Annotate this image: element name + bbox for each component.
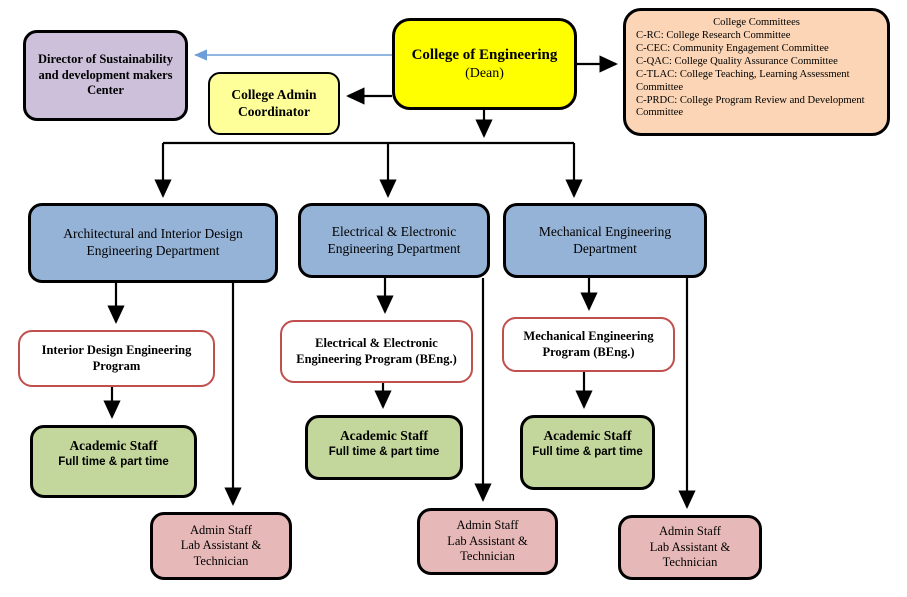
node-admin-staff-2: Admin Staff Lab Assistant & Technician	[417, 508, 558, 575]
node-program-electrical: Electrical & Electronic Engineering Prog…	[280, 320, 473, 383]
dean-subtitle: (Dean)	[465, 65, 504, 81]
admin-line1: Admin Staff	[190, 522, 252, 537]
academic-title: Academic Staff	[69, 438, 158, 453]
dept-label: Mechanical Engineering Department	[538, 223, 672, 256]
dean-title: College of Engineering	[411, 46, 558, 63]
academic-subtitle: Full time & part time	[328, 445, 440, 458]
node-program-interior-design: Interior Design Engineering Program	[18, 330, 215, 387]
node-academic-staff-3: Academic Staff Full time & part time	[520, 415, 655, 490]
admin-line2: Lab Assistant & Technician	[649, 539, 731, 570]
coordinator-label: College Admin Coordinator	[231, 86, 317, 119]
node-dept-mechanical: Mechanical Engineering Department	[503, 203, 707, 278]
node-academic-staff-1: Academic Staff Full time & part time	[30, 425, 197, 498]
node-academic-staff-2: Academic Staff Full time & part time	[305, 415, 463, 480]
academic-subtitle: Full time & part time	[532, 445, 643, 458]
node-program-mechanical: Mechanical Engineering Program (BEng.)	[502, 317, 675, 372]
node-dept-electrical: Electrical & Electronic Engineering Depa…	[298, 203, 490, 278]
node-college-committees: College Committees C-RC: College Researc…	[623, 8, 890, 136]
academic-subtitle: Full time & part time	[58, 455, 169, 468]
admin-line1: Admin Staff	[659, 524, 721, 539]
academic-title: Academic Staff	[339, 428, 429, 443]
admin-line2: Lab Assistant & Technician	[447, 533, 528, 564]
committee-item: C-TLAC: College Teaching, Learning Asses…	[636, 68, 850, 93]
dept-label: Electrical & Electronic Engineering Depa…	[327, 223, 461, 256]
program-label: Mechanical Engineering Program (BEng.)	[523, 328, 654, 359]
committee-item: C-QAC: College Quality Assurance Committ…	[636, 55, 838, 67]
director-label: Director of Sustainability and developme…	[38, 52, 173, 98]
committee-item: C-CEC: Community Engagement Committee	[636, 42, 829, 54]
academic-title: Academic Staff	[543, 428, 632, 443]
committee-item: C-PRDC: College Program Review and Devel…	[636, 94, 865, 119]
admin-line1: Admin Staff	[456, 518, 519, 533]
node-admin-coordinator: College Admin Coordinator	[208, 72, 340, 135]
committee-item: C-RC: College Research Committee	[636, 29, 791, 41]
committees-title: College Committees	[713, 17, 800, 28]
node-dept-architectural: Architectural and Interior Design Engine…	[28, 203, 278, 283]
node-director-sustainability: Director of Sustainability and developme…	[23, 30, 188, 121]
node-admin-staff-3: Admin Staff Lab Assistant & Technician	[618, 515, 762, 580]
program-label: Interior Design Engineering Program	[41, 342, 192, 373]
node-admin-staff-1: Admin Staff Lab Assistant & Technician	[150, 512, 292, 580]
node-dean: College of Engineering (Dean)	[392, 18, 577, 110]
dept-label: Architectural and Interior Design Engine…	[63, 226, 243, 258]
program-label: Electrical & Electronic Engineering Prog…	[296, 335, 457, 366]
admin-line2: Lab Assistant & Technician	[180, 538, 262, 568]
